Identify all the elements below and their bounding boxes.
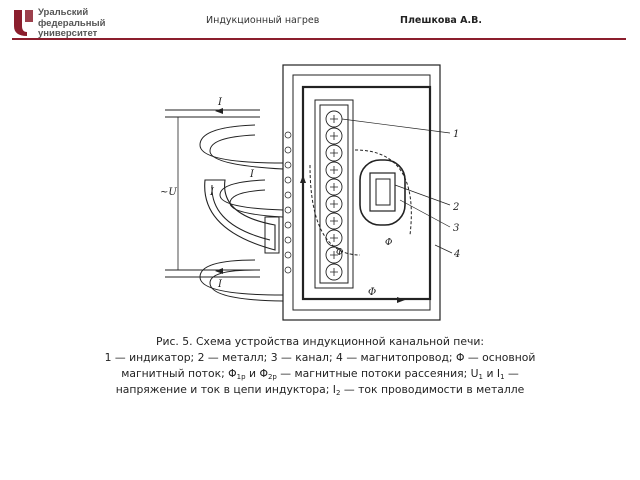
channel-oval — [359, 159, 406, 226]
label-phi1p: Φ — [336, 248, 343, 258]
university-logo: Уральский федеральный университет — [12, 7, 142, 40]
label-2: 2 — [452, 202, 459, 213]
supply-lead-bottom — [165, 269, 260, 278]
label-4: 4 — [453, 249, 460, 260]
furnace-schematic: I I I I ~U Φ Φ Φ 1 2 3 4 — [160, 64, 460, 321]
document-author: Плешкова А.В. — [400, 15, 482, 26]
label-i1-top: I — [217, 97, 223, 108]
label-i2: I — [209, 187, 215, 198]
label-3: 3 — [453, 223, 459, 234]
caption-line-3: магнитный поток; Φ1р и Φ2р — магнитные п… — [121, 367, 519, 381]
header-divider — [12, 38, 626, 40]
caption-line-4: напряжение и ток в цепи индуктора; I2 — … — [115, 383, 525, 397]
urfu-emblem-icon — [14, 10, 33, 36]
label-u1: ~U — [160, 187, 177, 198]
flux-path-phi — [301, 85, 432, 301]
metal-channel — [369, 172, 396, 212]
label-i1-mid: I — [249, 169, 255, 180]
caption-line-1: Рис. 5. Схема устройства индукционной ка… — [155, 335, 485, 348]
label-i1-bottom: I — [217, 279, 223, 290]
label-phi: Φ — [368, 287, 376, 298]
magnetic-core-outer — [282, 64, 441, 321]
supply-lead-top — [165, 109, 260, 118]
figure-caption: Рис. 5. Схема устройства индукционной ка… — [90, 334, 550, 398]
leakage-flux-2p — [354, 149, 412, 236]
logo-line-3: университет — [38, 28, 98, 39]
inductor-ring — [204, 179, 276, 251]
label-1: 1 — [453, 129, 459, 140]
core-central-limb — [314, 99, 354, 289]
logo-wordmark: Уральский федеральный университет — [38, 7, 106, 40]
logo-line-2: федеральный — [38, 17, 106, 29]
document-title: Индукционный нагрев — [206, 15, 320, 26]
label-phi2p: Φ — [385, 238, 392, 248]
caption-line-2: 1 — индикатор; 2 — металл; 3 — канал; 4 … — [104, 351, 536, 364]
logo-line-1: Уральский — [38, 7, 89, 18]
